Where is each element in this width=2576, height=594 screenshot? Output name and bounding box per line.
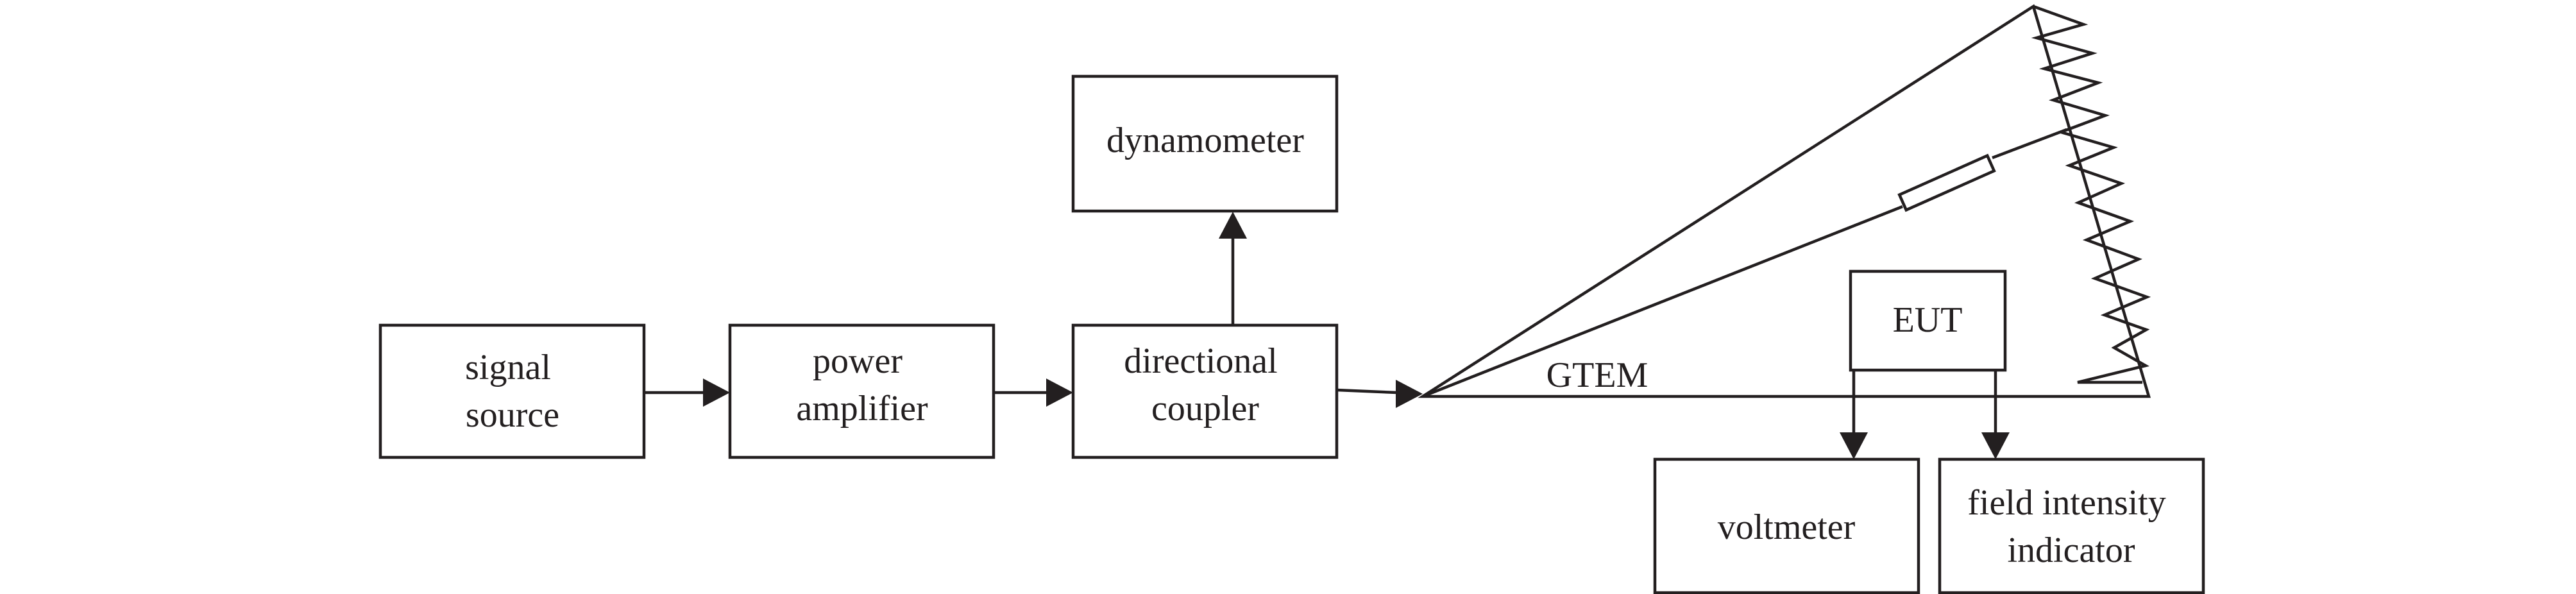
power-amplifier-label-line-1: power [813,341,902,381]
arrow-eut-to-field-intensity-indicator [1981,370,2010,459]
directional-coupler-label: directional coupler [1124,341,1286,429]
eut-block: EUT [1849,269,2007,372]
field-intensity-indicator-label-line-1: field intensity [1967,483,2166,523]
signal-source-label-line-1: signal [465,348,551,387]
arrow-power-amplifier-to-directional-coupler [994,378,1073,407]
voltmeter-block: voltmeter [1653,457,1920,594]
gtem-cell: GTEM [1418,4,2151,398]
directional-coupler-label-line-1: directional [1124,341,1277,381]
gtem-septum [1422,205,1903,398]
gtem-label: GTEM [1546,355,1648,395]
arrow-eut-to-voltmeter [1840,370,1868,459]
eut-label: EUT [1893,300,1963,340]
gtem-outline [1418,4,2151,398]
termination-resistor [1897,153,1996,212]
septum-to-absorber-line [1992,128,2067,160]
dynamometer-block: dynamometer [1071,74,1339,213]
signal-source-label-line-2: source [466,395,559,435]
field-intensity-indicator-block: field intensity indicator [1938,457,2205,594]
power-amplifier-label-line-2: amplifier [796,389,928,429]
arrow-directional-coupler-to-dynamometer [1219,212,1247,325]
field-intensity-indicator-label: field intensity indicator [1967,483,2175,570]
arrow-signal-source-to-power-amplifier [644,378,730,407]
absorber-wall [2031,4,2151,384]
arrow-directional-coupler-to-gtem [1336,380,1423,408]
field-intensity-indicator-label-line-2: indicator [2007,530,2135,570]
power-amplifier-label: power amplifier [796,341,928,429]
power-amplifier-block: power amplifier [728,323,996,459]
signal-source-block: signal source [378,323,646,459]
directional-coupler-label-line-2: coupler [1151,389,1259,429]
directional-coupler-block: directional coupler [1071,323,1339,459]
voltmeter-label: voltmeter [1718,507,1856,547]
dynamometer-label: dynamometer [1106,121,1304,160]
signal-source-label: signal source [465,348,560,435]
